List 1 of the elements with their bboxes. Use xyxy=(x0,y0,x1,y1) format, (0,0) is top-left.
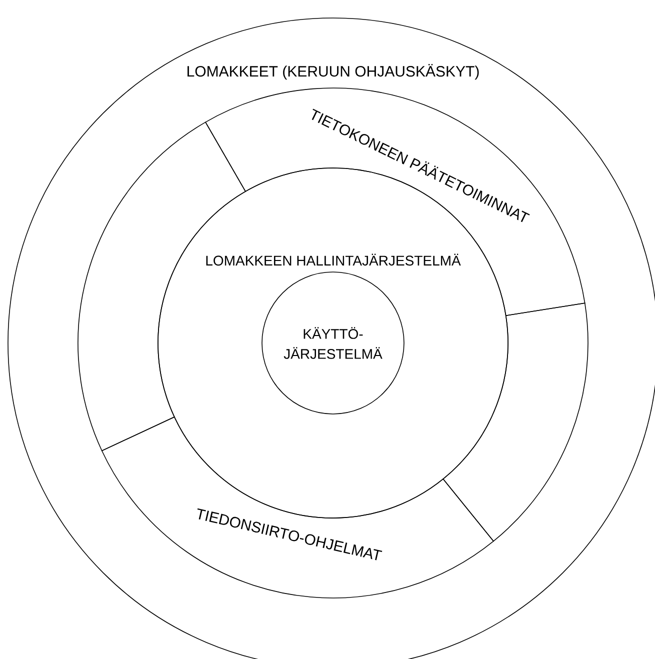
ring-segment xyxy=(442,302,588,542)
